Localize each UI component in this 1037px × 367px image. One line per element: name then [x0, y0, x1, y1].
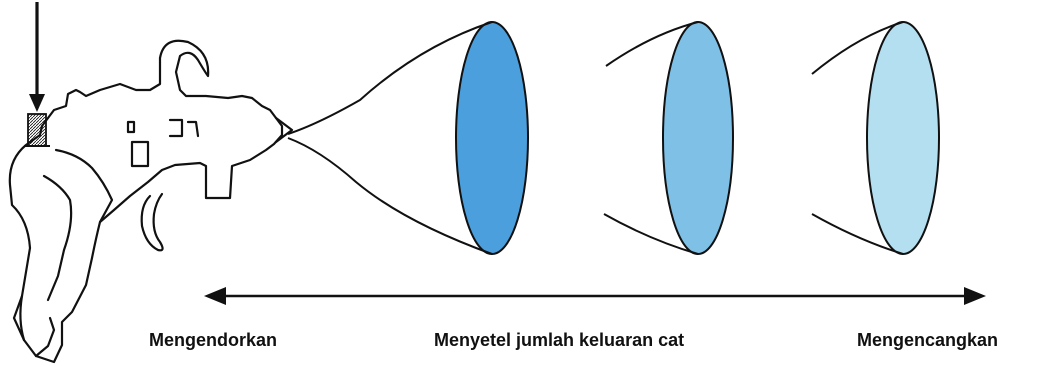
- spray-pattern-medium: [604, 22, 733, 254]
- down-arrow-icon: [29, 2, 45, 112]
- label-loosen: Mengendorkan: [149, 330, 277, 351]
- double-headed-arrow-icon: [204, 287, 986, 305]
- adjustment-knob-icon: [24, 114, 50, 146]
- label-adjust-paint-output: Menyetel jumlah keluaran cat: [434, 330, 684, 351]
- label-tighten: Mengencangkan: [857, 330, 998, 351]
- spray-pattern-large: [288, 22, 528, 254]
- spray-gun-icon: [10, 41, 292, 362]
- spray-pattern-small: [812, 22, 939, 254]
